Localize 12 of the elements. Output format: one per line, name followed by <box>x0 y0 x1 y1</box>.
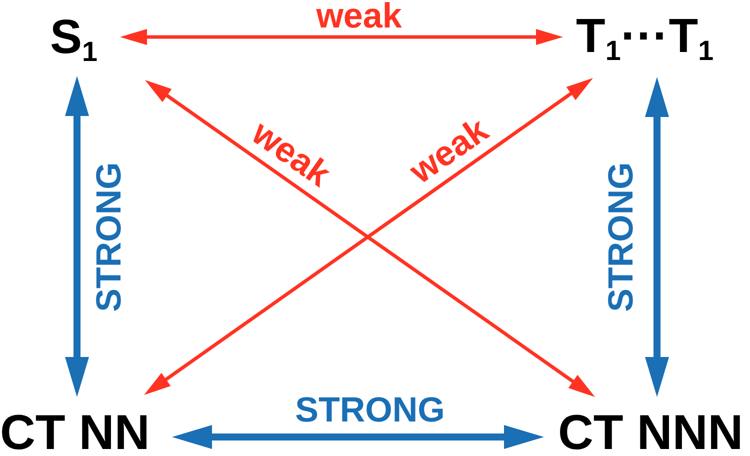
double-arrow <box>120 29 563 45</box>
edge-label: STRONG <box>93 162 125 312</box>
state-label: S$_{1}$ <box>50 14 98 62</box>
edge-label: STRONG <box>605 162 637 312</box>
state-label: CT NN <box>0 411 150 456</box>
state-label: CT NNN <box>558 411 744 456</box>
edge-label: STRONG <box>295 394 445 426</box>
edge-label: weak <box>316 0 402 32</box>
state-label: T$_{1}$···T$_{1}$ <box>576 13 714 61</box>
double-arrow <box>645 77 669 397</box>
double-arrow <box>172 425 544 449</box>
double-arrow <box>65 76 89 397</box>
